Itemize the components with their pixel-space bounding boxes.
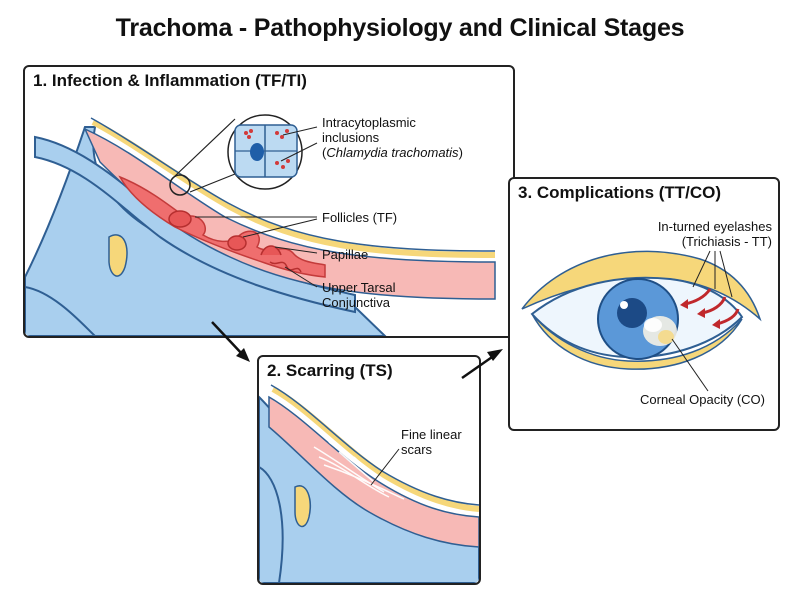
stage1-title: 1. Infection & Inflammation (TF/TI) xyxy=(33,71,307,90)
gland xyxy=(108,234,128,277)
stage1-panel: 1. Infection & Inflammation (TF/TI) Intr… xyxy=(23,65,515,338)
corneal-opacity xyxy=(643,316,677,346)
stage2-panel: 2. Scarring (TS) Fine linear scars xyxy=(257,355,481,585)
stage1-illustration xyxy=(25,114,496,336)
page-title: Trachoma - Pathophysiology and Clinical … xyxy=(115,14,685,42)
papilla xyxy=(260,245,282,256)
conjunctiva-label: Upper Tarsal Conjunctiva xyxy=(322,280,396,310)
stage2-title: 2. Scarring (TS) xyxy=(267,361,393,380)
corneal-opacity-label: Corneal Opacity (CO) xyxy=(640,392,765,407)
papillae-label: Papillae xyxy=(322,247,369,262)
scars-label: Fine linear scars xyxy=(401,427,462,457)
stage3-illustration xyxy=(521,250,762,392)
stage3-panel: 3. Complications (TT/CO) In-turned eyela… xyxy=(508,177,780,431)
stage3-title: 3. Complications (TT/CO) xyxy=(518,183,722,202)
inclusions-label: Intracytoplasmic inclusions (Chlamydia t… xyxy=(322,115,463,160)
follicle xyxy=(227,235,247,251)
follicles-label: Follicles (TF) xyxy=(322,210,398,225)
follicle xyxy=(168,210,192,228)
stage2-illustration xyxy=(259,384,479,583)
trichiasis-label: In-turned eyelashes (Trichiasis - TT) xyxy=(657,219,772,249)
in-turned-eyelashes xyxy=(680,288,740,329)
fine-linear-scars xyxy=(313,441,410,500)
